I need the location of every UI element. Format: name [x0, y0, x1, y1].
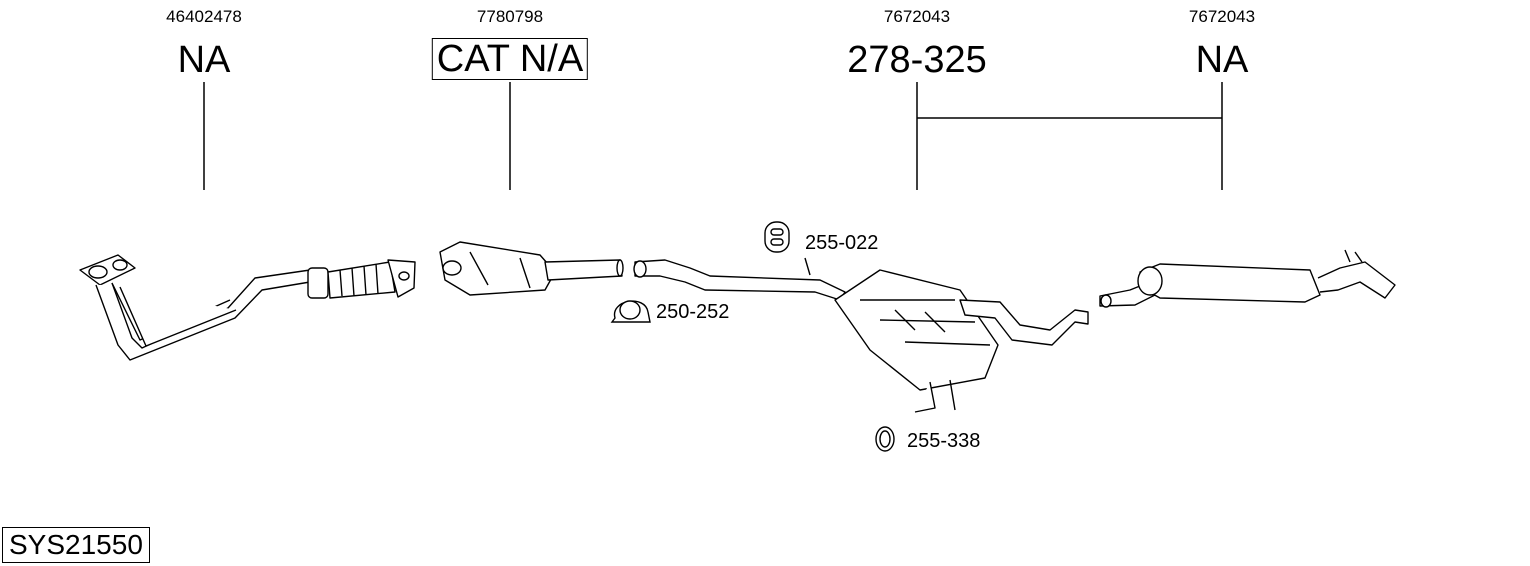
label-rear-silencer: NA — [1195, 39, 1249, 81]
middle-silencer — [633, 257, 1089, 413]
label-middle-silencer: 278-325 — [847, 39, 987, 81]
oe-number-middle-silencer: 7672043 — [883, 7, 951, 26]
label-ring: 255-338 — [907, 430, 981, 452]
oe-number-rear-silencer: 7672043 — [1188, 7, 1256, 26]
ring-icon — [875, 426, 895, 452]
oe-number-catalyst: 7780798 — [476, 7, 544, 26]
oe-number-front-pipe: 46402478 — [166, 7, 242, 26]
rear-silencer — [1099, 249, 1396, 308]
clamp-icon — [610, 300, 651, 323]
system-code: SYS21550 — [2, 527, 150, 563]
label-front-pipe: NA — [177, 39, 231, 81]
label-hanger: 255-022 — [805, 232, 879, 254]
front-pipe — [79, 254, 416, 361]
label-catalyst: CAT N/A — [431, 38, 589, 80]
catalyst — [439, 241, 624, 296]
label-clamp: 250-252 — [656, 301, 730, 323]
hanger-icon — [764, 221, 790, 253]
